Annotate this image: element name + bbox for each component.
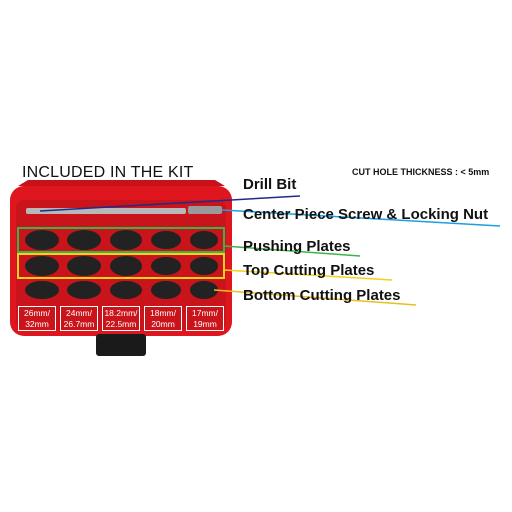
callout-drill-bit: Drill Bit <box>243 176 297 193</box>
size-label: 17mm/19mm <box>186 306 224 331</box>
callout-top-cutting-plates: Top Cutting Plates <box>243 262 375 279</box>
case-handle <box>96 334 146 356</box>
drill-bit-leader <box>39 195 301 212</box>
callout-pushing-plates: Pushing Plates <box>243 238 351 255</box>
bottom-leader <box>213 289 417 306</box>
pushing-plates-box <box>17 227 225 253</box>
case-lid-edge <box>18 180 225 186</box>
size-label: 24mm/26.7mm <box>60 306 98 331</box>
kit-title: INCLUDED IN THE KIT <box>22 164 194 181</box>
size-label: 18mm/20mm <box>144 306 182 331</box>
size-labels: 26mm/32mm 24mm/26.7mm 18.2mm/22.5mm 18mm… <box>18 306 224 331</box>
center-screw <box>188 206 222 214</box>
top-leader <box>223 269 393 281</box>
size-label: 18.2mm/22.5mm <box>102 306 140 331</box>
callout-bottom-cutting-plates: Bottom Cutting Plates <box>243 287 401 304</box>
callout-center-screw: Center Piece Screw & Locking Nut <box>243 206 489 223</box>
screw-leader <box>221 209 501 227</box>
cut-hole-thickness: CUT HOLE THICKNESS : < 5mm <box>352 167 490 177</box>
plates-grid <box>25 230 218 299</box>
size-label: 26mm/32mm <box>18 306 56 331</box>
top-cutting-plates-box <box>17 253 225 279</box>
pushing-leader <box>223 245 361 257</box>
